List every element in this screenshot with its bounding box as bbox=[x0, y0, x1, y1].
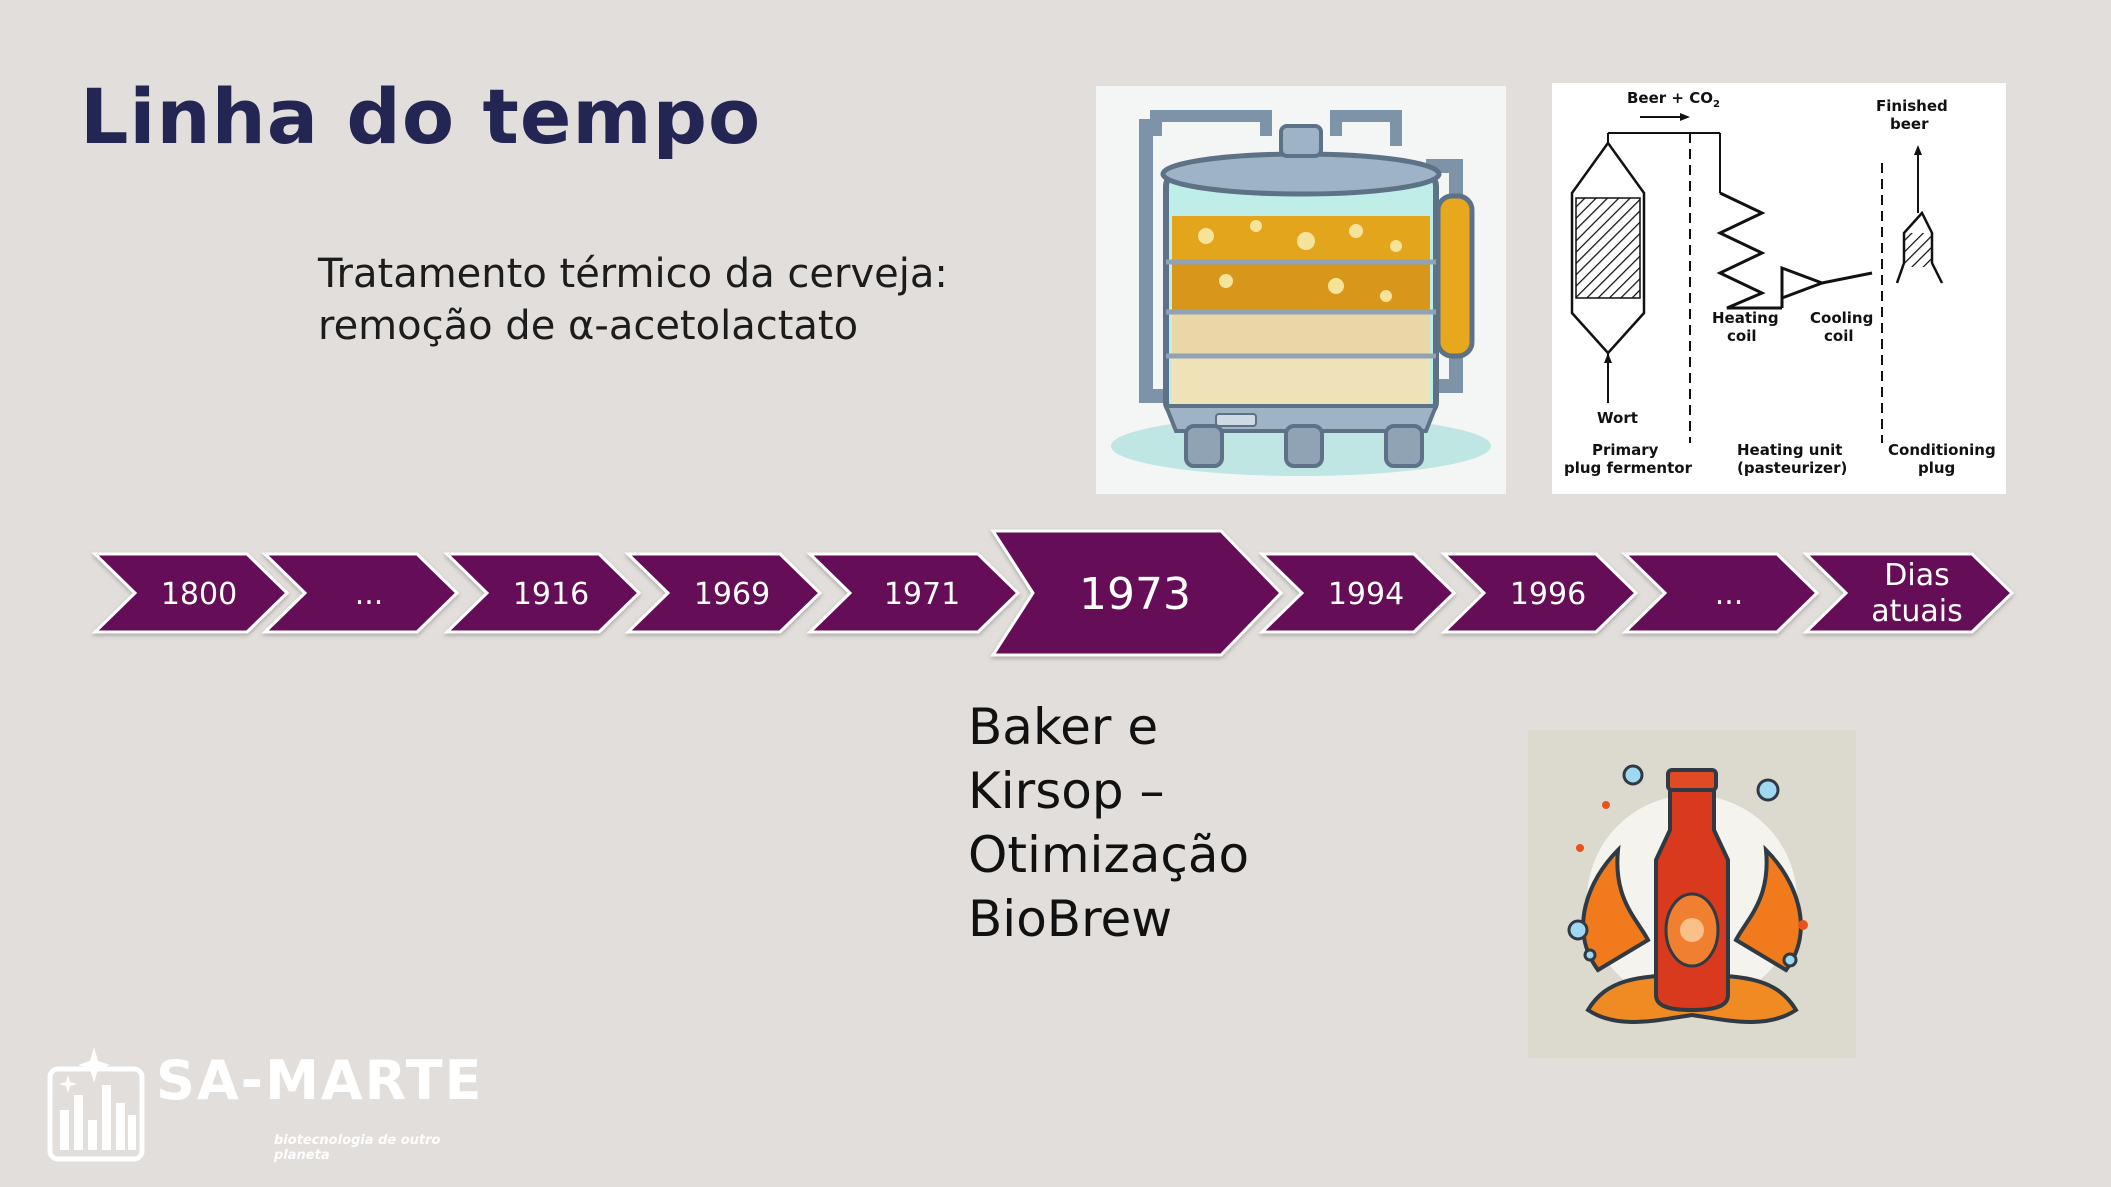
plug-fermentor-diagram: Beer + CO2 Finished beer Heating coil Co… bbox=[1552, 83, 2006, 494]
diagram-finished-1: Finished bbox=[1876, 97, 1948, 115]
diagram-cond-1: Conditioning bbox=[1888, 441, 1996, 459]
subtitle-line-2: remoção de α-acetolactato bbox=[318, 303, 859, 349]
diagram-cond-2: plug bbox=[1918, 459, 1955, 477]
timeline-chevron bbox=[806, 552, 1021, 634]
logo-tagline: biotecnologia de outro planeta bbox=[274, 1133, 441, 1163]
timeline-chevron bbox=[443, 552, 642, 634]
timeline-chevron bbox=[990, 529, 1284, 657]
detail-line-4: BioBrew bbox=[968, 890, 1173, 948]
detail-line-3: Otimização bbox=[968, 826, 1250, 884]
timeline-chevron bbox=[91, 552, 290, 634]
diagram-cooling-1: Cooling bbox=[1810, 309, 1873, 327]
diagram-wort: Wort bbox=[1597, 409, 1638, 427]
timeline-label: 1916 bbox=[513, 577, 589, 612]
logo-name: SA-MARTE bbox=[156, 1049, 484, 1112]
timeline-label: 1969 bbox=[694, 577, 770, 612]
diagram-cooling-2: coil bbox=[1824, 327, 1853, 345]
diagram-unit-2: (pasteurizer) bbox=[1737, 459, 1847, 477]
timeline-chevron bbox=[624, 552, 823, 634]
timeline-chevron bbox=[1258, 552, 1457, 634]
timeline-label: 1800 bbox=[161, 577, 237, 612]
diagram-primary-2: plug fermentor bbox=[1564, 459, 1693, 477]
timeline-label: 1996 bbox=[1510, 577, 1586, 612]
slide-title: Linha do tempo bbox=[80, 72, 762, 161]
timeline-chevron bbox=[1802, 552, 2015, 634]
beer-bottle-image bbox=[1528, 730, 1856, 1058]
timeline-label: ... bbox=[1715, 577, 1744, 612]
diagram-finished-2: beer bbox=[1890, 115, 1929, 133]
detail-text: Baker e Kirsop – Otimização BioBrew bbox=[968, 695, 1288, 951]
logo-mark-icon bbox=[47, 1047, 145, 1162]
fermenter-image bbox=[1096, 86, 1506, 494]
svg-text:Beer + CO2: Beer + CO2 bbox=[1627, 89, 1720, 110]
subtitle-line-1: Tratamento térmico da cerveja: bbox=[318, 251, 948, 297]
slide-subtitle: Tratamento térmico da cerveja: remoção d… bbox=[318, 248, 998, 352]
timeline-label: 1973 bbox=[1079, 569, 1191, 620]
detail-line-1: Baker e bbox=[968, 698, 1159, 756]
timeline-label: 1994 bbox=[1328, 577, 1404, 612]
timeline-chevron bbox=[261, 552, 460, 634]
diagram-beer-co2: Beer + CO bbox=[1627, 89, 1713, 107]
timeline-label: 1971 bbox=[884, 577, 960, 612]
diagram-heating-2: coil bbox=[1727, 327, 1756, 345]
diagram-heating-1: Heating bbox=[1712, 309, 1779, 327]
timeline-label: ... bbox=[355, 577, 384, 612]
diagram-primary-1: Primary bbox=[1592, 441, 1659, 459]
diagram-beer-co2-sub: 2 bbox=[1713, 99, 1720, 110]
diagram-unit-1: Heating unit bbox=[1737, 441, 1842, 459]
detail-line-2: Kirsop – bbox=[968, 762, 1165, 820]
sa-marte-logo: SA-MARTE biotecnologia de outro planeta bbox=[44, 1045, 484, 1170]
timeline-chevron bbox=[1621, 552, 1820, 634]
timeline-chevron bbox=[1440, 552, 1639, 634]
